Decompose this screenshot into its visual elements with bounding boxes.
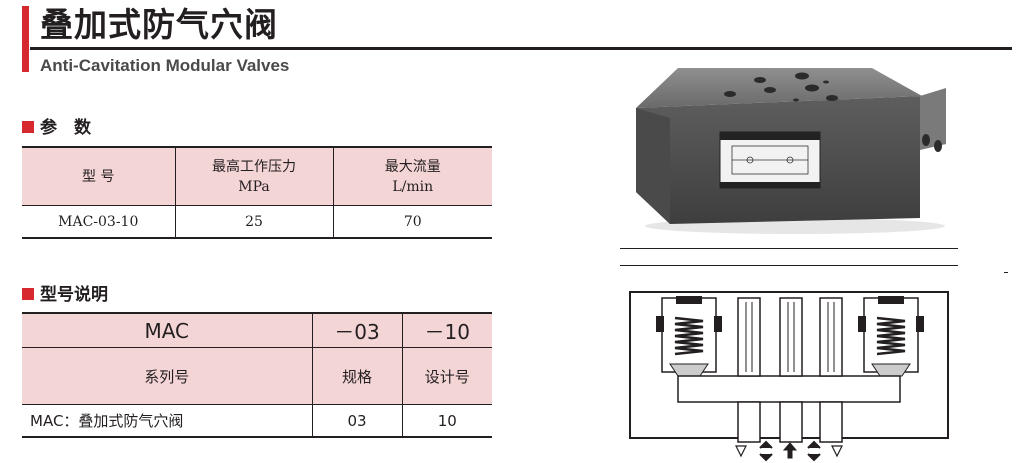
col-model-label: 型 号 bbox=[82, 168, 115, 185]
page-title: 叠加式防气穴阀 bbox=[40, 5, 278, 44]
model-heading: 型号说明 bbox=[22, 284, 108, 306]
col-flow-label: 最大流量 bbox=[384, 158, 441, 175]
divider-tick bbox=[1004, 272, 1008, 273]
valve-cross-section-drawing bbox=[629, 291, 949, 462]
model-value-row: MAC：叠加式防气穴阀 03 10 bbox=[22, 404, 492, 437]
code-design: －10 bbox=[402, 313, 492, 348]
params-col-flow: 最大流量 L/min bbox=[333, 147, 492, 206]
model-code-row: MAC －03 －10 bbox=[22, 313, 492, 348]
left-spring-chamber bbox=[656, 296, 722, 377]
label-size: 规格 bbox=[312, 347, 403, 405]
divider bbox=[620, 265, 958, 266]
params-heading: 参 数 bbox=[22, 117, 91, 139]
value-size: 03 bbox=[312, 404, 403, 437]
right-spring-chamber bbox=[858, 296, 924, 377]
flow-passages bbox=[677, 297, 901, 443]
valve-product-photo bbox=[636, 68, 946, 234]
value-design: 10 bbox=[437, 411, 457, 430]
params-table: 型 号 最高工作压力 MPa 最大流量 L/min MAC-03-10 25 70 bbox=[22, 146, 492, 239]
arrow-up-icon bbox=[782, 442, 798, 459]
title-divider bbox=[30, 47, 1012, 50]
params-heading-text: 参 数 bbox=[40, 118, 91, 138]
code-series: MAC bbox=[22, 313, 313, 348]
model-heading-text: 型号说明 bbox=[40, 285, 108, 305]
cell-flow: 70 bbox=[403, 213, 422, 230]
model-label-row: 系列号 规格 设计号 bbox=[22, 347, 492, 405]
page-subtitle: Anti-Cavitation Modular Valves bbox=[40, 56, 290, 75]
arrow-down-open-icon bbox=[831, 445, 843, 458]
model-code-table: MAC －03 －10 系列号 规格 设计号 MAC：叠加式防气穴阀 03 10 bbox=[22, 312, 492, 438]
cell-model: MAC-03-10 bbox=[22, 205, 176, 238]
valve-top-face bbox=[636, 68, 922, 108]
col-pressure-label: 最高工作压力 bbox=[212, 158, 296, 175]
value-series: MAC：叠加式防气穴阀 bbox=[22, 404, 313, 437]
params-col-model: 型 号 bbox=[22, 147, 176, 206]
label-design: 设计号 bbox=[402, 347, 492, 405]
code-size: －03 bbox=[312, 313, 403, 348]
heading-square-icon bbox=[22, 288, 34, 300]
divider bbox=[620, 248, 958, 249]
label-series: 系列号 bbox=[22, 347, 313, 405]
arrow-down-open-icon bbox=[735, 445, 747, 458]
params-col-pressure: 最高工作压力 MPa bbox=[175, 147, 334, 206]
flow-arrow-icons bbox=[735, 440, 843, 462]
arrow-updown-icon bbox=[807, 440, 821, 462]
port-holes bbox=[724, 72, 838, 102]
params-data-row: MAC-03-10 25 70 bbox=[22, 205, 492, 238]
cell-pressure: 25 bbox=[175, 205, 334, 238]
title-accent-bar bbox=[22, 6, 29, 72]
heading-square-icon bbox=[22, 121, 34, 133]
params-header-row: 型 号 最高工作压力 MPa 最大流量 L/min bbox=[22, 147, 492, 206]
col-pressure-unit: MPa bbox=[238, 178, 270, 195]
arrow-updown-icon bbox=[759, 440, 773, 462]
col-flow-unit: L/min bbox=[392, 178, 434, 195]
